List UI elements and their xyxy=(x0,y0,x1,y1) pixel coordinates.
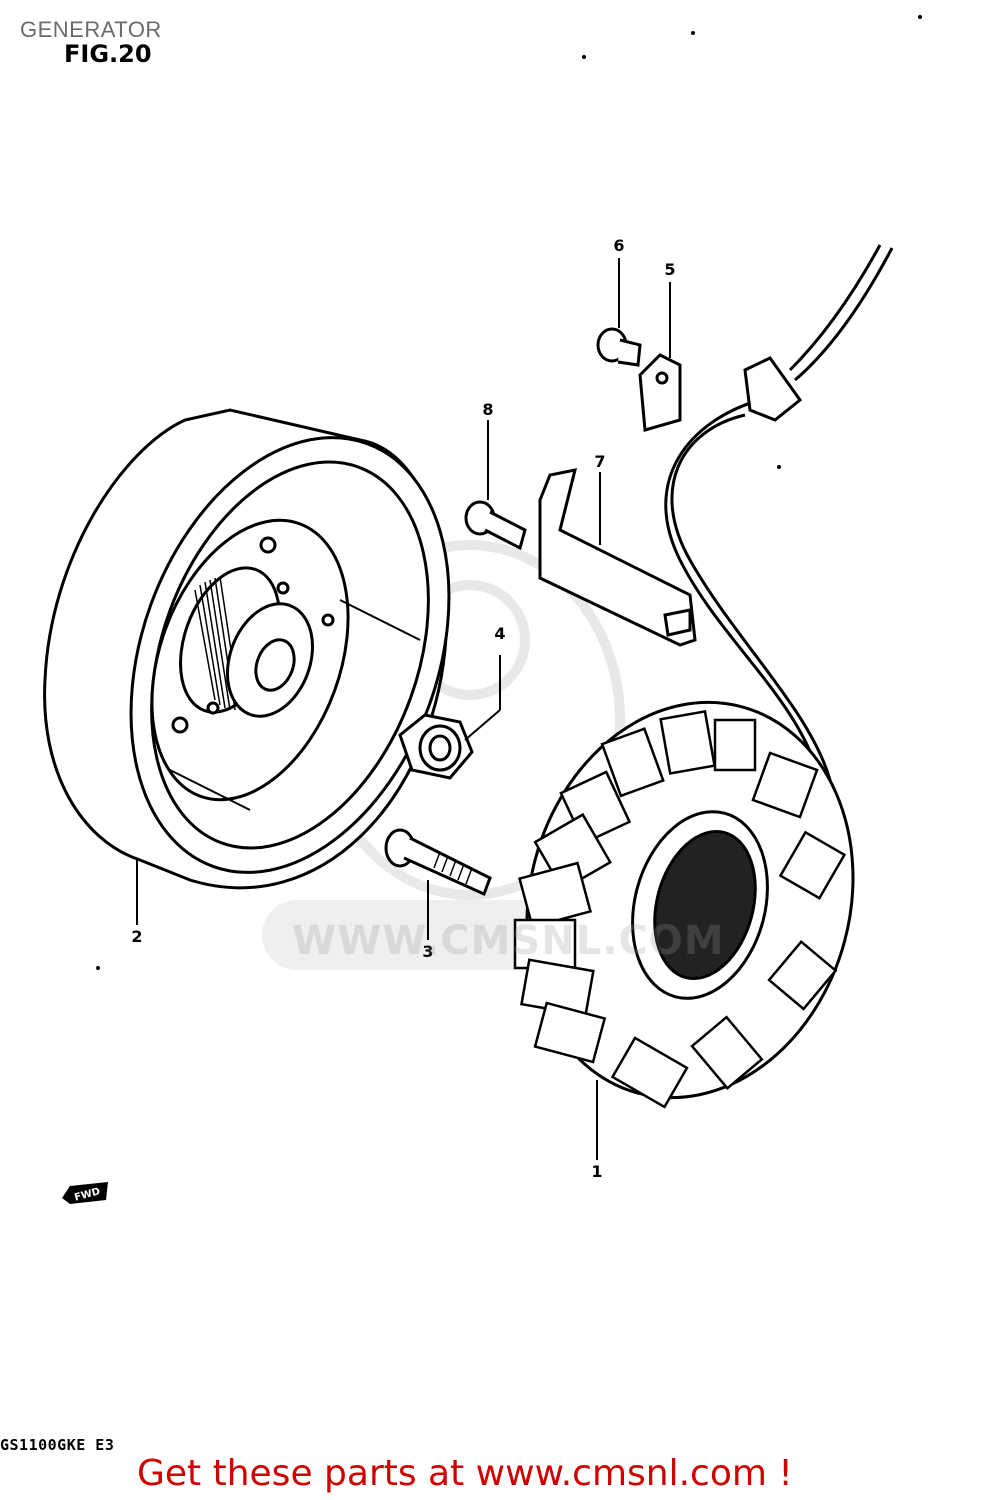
model-code: GS1100GKE E3 xyxy=(0,1436,115,1454)
nut xyxy=(398,713,474,780)
leader-lines xyxy=(136,258,671,1160)
clamp-bolt xyxy=(596,327,642,367)
scan-specks xyxy=(96,15,922,970)
figure-label: FIG.20 xyxy=(64,40,152,68)
part-number-8[interactable]: 8 xyxy=(482,400,494,419)
page-title: GENERATOR xyxy=(20,17,162,42)
part-number-1[interactable]: 1 xyxy=(591,1162,603,1181)
rotor-flywheel xyxy=(43,408,451,890)
bolt-long xyxy=(384,828,492,897)
watermark-text: WWW.CMSNL.COM xyxy=(292,918,725,964)
part-number-3[interactable]: 3 xyxy=(422,942,434,961)
cmsnl-parts-link[interactable]: Get these parts at www.cmsnl.com ! xyxy=(137,1453,793,1494)
part-number-7[interactable]: 7 xyxy=(594,452,606,471)
part-number-4[interactable]: 4 xyxy=(494,624,506,643)
lead-wire-plate xyxy=(538,468,697,647)
screw-short xyxy=(464,500,527,551)
wire-clamp xyxy=(638,353,682,432)
forward-arrow-icon: FWD xyxy=(62,1182,108,1204)
stator xyxy=(513,700,855,1109)
part-number-2[interactable]: 2 xyxy=(131,927,143,946)
part-number-6[interactable]: 6 xyxy=(613,236,625,255)
part-number-5[interactable]: 5 xyxy=(664,260,676,279)
